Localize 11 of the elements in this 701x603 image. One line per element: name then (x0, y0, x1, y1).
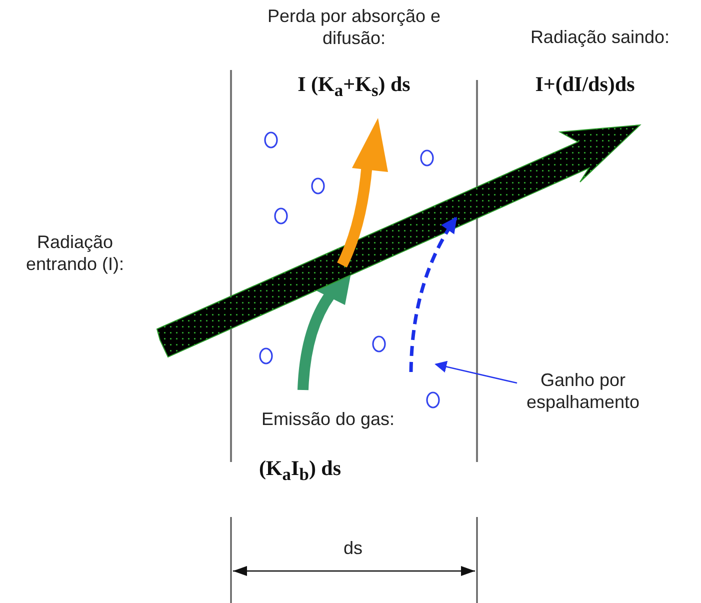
annotation-text: Radiação saindo: (529, 27, 671, 49)
annotation-text: Emissão do gas: (260, 409, 396, 431)
formula-text: (K$_{a}$I$_{b}$) ds (258, 456, 342, 486)
annotation-text: Radiação entrando (I): (24, 232, 126, 276)
formula-text: I+(dI/ds)ds (534, 72, 636, 98)
leader-line (434, 360, 518, 384)
dimension-label: ds (342, 538, 364, 560)
scattering-arrow (409, 216, 458, 372)
formula-text: I (K$_{a}$+K$_{s}$) ds (296, 72, 412, 102)
annotation-text: Ganho por espalhamento (503, 370, 663, 414)
annotation-text: Perda por absorção e difusão: (266, 6, 442, 50)
